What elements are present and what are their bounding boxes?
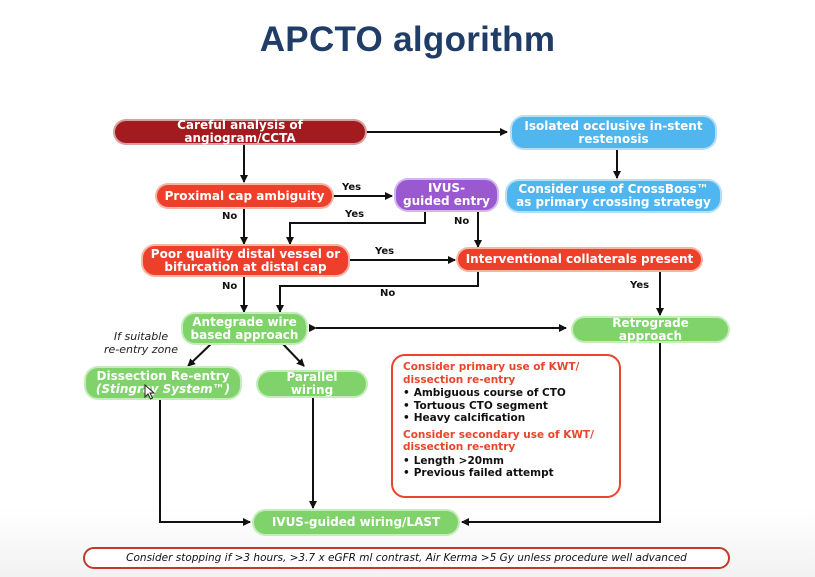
node-poor-quality-distal: Poor quality distal vessel or bifurcatio… <box>143 246 348 275</box>
stopping-criteria-note: Consider stopping if >3 hours, >3.7 x eG… <box>83 547 730 569</box>
mouse-cursor-icon <box>144 384 156 400</box>
label-yes-ivus-back: Yes <box>345 209 365 220</box>
label-yes-poor-collaterals: Yes <box>375 246 395 257</box>
node-ivus-guided-entry: IVUS- guided entry <box>396 180 497 210</box>
label-no-poor: No <box>222 281 238 292</box>
label-no-proximal: No <box>222 211 238 222</box>
kwt-primary-list: Ambiguous course of CTO Tortuous CTO seg… <box>403 387 609 425</box>
list-item: Previous failed attempt <box>403 467 609 480</box>
node-ivus-guided-wiring-last: IVUS-guided wiring/LAST <box>254 511 458 534</box>
label-yes-proximal-ivus: Yes <box>342 182 362 193</box>
node-crossboss: Consider use of CrossBoss™ as primary cr… <box>507 181 720 211</box>
node-parallel-wiring: Parallel wiring <box>258 371 366 397</box>
label-no-ivus: No <box>454 216 470 227</box>
node-interventional-collaterals: Interventional collaterals present <box>458 249 701 270</box>
node-isolated-instent-restenosis: Isolated occlusive in-stent restenosis <box>512 117 715 148</box>
label-if-suitable-reentry: If suitable re-entry zone <box>103 330 179 356</box>
kwt-secondary-list: Length >20mm Previous failed attempt <box>403 455 609 480</box>
node-dissection-reentry: Dissection Re-entry (Stingray System™) <box>86 368 240 398</box>
edge-collaterals-to-antegrade <box>276 270 479 313</box>
list-item: Length >20mm <box>403 455 609 468</box>
kwt-considerations-box: Consider primary use of KWT/ dissection … <box>391 354 621 498</box>
stingray-label: (Stingray System™) <box>95 382 231 396</box>
label-no-collaterals: No <box>380 288 396 299</box>
edge-antegrade-to-dissection <box>187 342 213 367</box>
label-yes-collaterals: Yes <box>630 280 650 291</box>
node-proximal-cap-ambiguity: Proximal cap ambiguity <box>157 185 332 207</box>
list-item: Heavy calcification <box>403 412 609 425</box>
edge-retrograde-to-last <box>461 341 661 526</box>
slide-title: APCTO algorithm <box>259 20 556 59</box>
kwt-primary-heading: Consider primary use of KWT/ dissection … <box>403 361 580 386</box>
dissection-reentry-label: Dissection Re-entry <box>96 369 230 383</box>
list-item: Ambiguous course of CTO <box>403 387 609 400</box>
edge-antegrade-to-parallel <box>281 342 305 367</box>
edge-ivus-to-poor <box>286 210 426 245</box>
kwt-secondary-heading: Consider secondary use of KWT/ dissectio… <box>403 428 594 454</box>
node-retrograde-approach: Retrograde approach <box>573 316 728 342</box>
node-careful-analysis: Careful analysis of angiogram/CCTA <box>115 119 365 145</box>
list-item: Tortuous CTO segment <box>403 400 609 413</box>
node-antegrade-wire: Antegrade wire based approach <box>183 314 306 343</box>
edge-dissection-to-last <box>159 398 251 526</box>
